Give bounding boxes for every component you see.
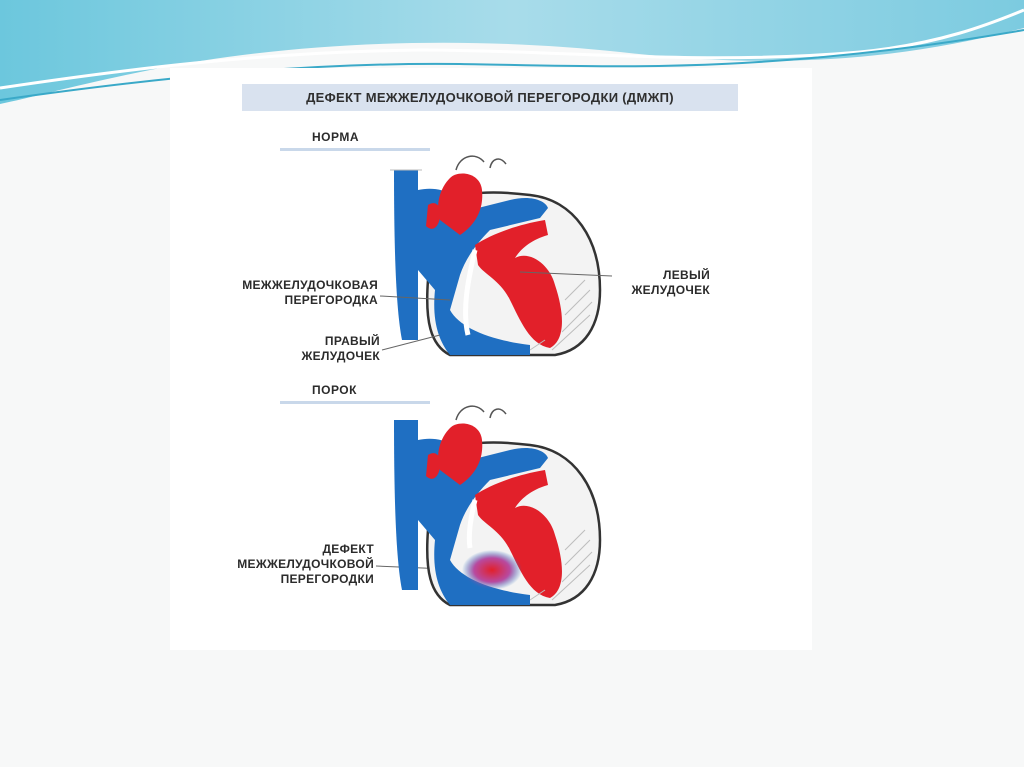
defect-heart-illustration <box>394 405 602 607</box>
septum-label-line2: ПЕРЕГОРОДКА <box>284 293 378 307</box>
normal-heading-rule <box>280 148 430 151</box>
septum-label: МЕЖЖЕЛУДОЧКОВАЯ ПЕРЕГОРОДКА <box>200 278 378 308</box>
septum <box>463 249 478 336</box>
left-ventricle-label-line2: ЖЕЛУДОЧЕК <box>631 283 710 297</box>
right-ventricle-label: ПРАВЫЙ ЖЕЛУДОЧЕК <box>260 334 380 364</box>
left-ventricle-red <box>475 470 562 598</box>
septal-defect-mixing <box>462 550 522 590</box>
septum-remnant <box>466 499 478 549</box>
defect-label-line1: ДЕФЕКТ <box>322 542 374 556</box>
septum-label-line1: МЕЖЖЕЛУДОЧКОВАЯ <box>242 278 378 292</box>
defect-label: ДЕФЕКТ МЕЖЖЕЛУДОЧКОВОЙ ПЕРЕГОРОДКИ <box>190 542 374 587</box>
slide-wave-decoration <box>0 0 1024 104</box>
defect-heading: ПОРОК <box>312 383 357 397</box>
right-heart-blue <box>418 438 548 605</box>
right-heart-blue <box>418 188 548 355</box>
defect-label-line2: МЕЖЖЕЛУДОЧКОВОЙ <box>237 557 374 571</box>
vena-cava <box>394 420 418 590</box>
right-ventricle-label-line1: ПРАВЫЙ <box>324 334 380 348</box>
left-ventricle-red <box>475 220 562 348</box>
right-ventricle-label-line2: ЖЕЛУДОЧЕК <box>301 349 380 363</box>
left-ventricle-label-line1: ЛЕВЫЙ <box>663 268 710 282</box>
aorta <box>438 423 483 485</box>
normal-heading: НОРМА <box>312 130 360 144</box>
defect-label-line3: ПЕРЕГОРОДКИ <box>280 572 374 586</box>
aorta <box>438 173 483 235</box>
diagram-title: ДЕФЕКТ МЕЖЖЕЛУДОЧКОВОЙ ПЕРЕГОРОДКИ (ДМЖП… <box>242 84 738 111</box>
left-ventricle-label: ЛЕВЫЙ ЖЕЛУДОЧЕК <box>612 268 710 298</box>
defect-heading-rule <box>280 401 430 404</box>
